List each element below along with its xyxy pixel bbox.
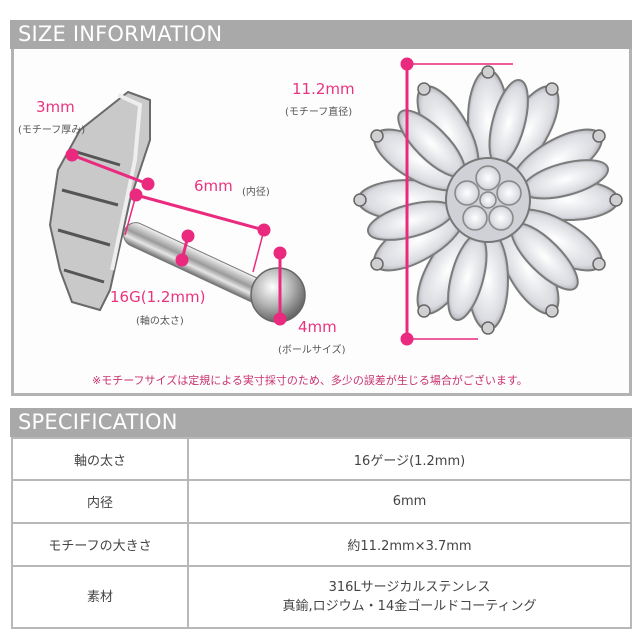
size-information-header: SIZE INFORMATION (10, 20, 632, 49)
spec-value-motif-size: 約11.2mm×3.7mm (187, 522, 632, 567)
spec-label-material: 素材 (11, 565, 189, 629)
size-information-title: SIZE INFORMATION (18, 22, 223, 46)
specification-header: SPECIFICATION (10, 408, 632, 437)
spec-label-motif-size: モチーフの大きさ (11, 522, 189, 567)
ball-size-value: 4mm (298, 318, 337, 336)
table-row: 素材 316Lサージカルステンレス 真鍮,ロジウム・14金ゴールドコーティング (11, 565, 632, 629)
material-line-1: 316Lサージカルステンレス (328, 580, 491, 595)
thickness-caption: (モチーフ厚み) (18, 125, 86, 136)
measurement-disclaimer-note: ※モチーフサイズは定規による実寸採寸のため、多少の誤差が生じる場合がございます。 (92, 374, 528, 387)
table-row: 内径 6mm (11, 479, 632, 524)
inner-diameter-caption: (内径) (242, 187, 270, 198)
spec-value-inner-diameter: 6mm (187, 479, 632, 524)
side-view-earring (48, 90, 306, 323)
thickness-value: 3mm (36, 98, 75, 116)
specification-table: 軸の太さ 16ゲージ(1.2mm) 内径 6mm モチーフの大きさ 約11.2m… (11, 437, 632, 629)
spec-label-inner-diameter: 内径 (11, 479, 189, 524)
spec-label-gauge: 軸の太さ (11, 437, 189, 481)
motif-diameter-caption: (モチーフ直径) (285, 107, 353, 118)
motif-diameter-measurement (400, 57, 513, 346)
material-line-2: 真鍮,ロジウム・14金ゴールドコーティング (282, 599, 537, 614)
specification-title: SPECIFICATION (18, 410, 178, 434)
motif-diameter-value: 11.2mm (292, 80, 355, 98)
table-row: 軸の太さ 16ゲージ(1.2mm) (11, 437, 632, 481)
side-view-measurements (65, 148, 287, 326)
product-illustration (48, 57, 623, 346)
table-row: モチーフの大きさ 約11.2mm×3.7mm (11, 522, 632, 567)
front-view-flower-earring (353, 65, 623, 335)
spec-value-material: 316Lサージカルステンレス 真鍮,ロジウム・14金ゴールドコーティング (187, 565, 632, 629)
ball-size-caption: (ボールサイズ) (278, 345, 346, 356)
gauge-value: 16G(1.2mm) (110, 288, 206, 306)
inner-diameter-value: 6mm (194, 177, 233, 195)
gauge-caption: (軸の太さ) (136, 316, 184, 327)
spec-value-gauge: 16ゲージ(1.2mm) (187, 437, 632, 481)
